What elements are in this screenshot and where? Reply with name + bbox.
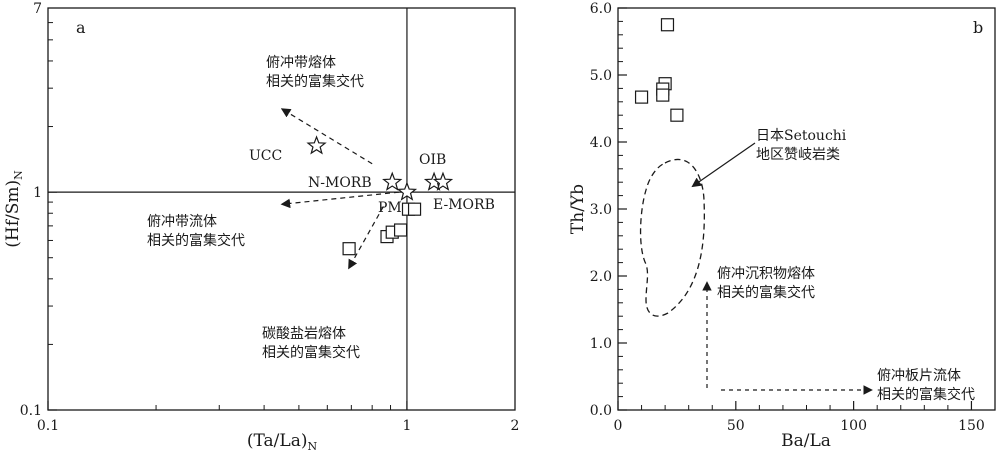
panel-b-y-tick-label: 5.0 (590, 68, 612, 84)
panel-a-letter: a (76, 18, 86, 37)
reference-star-ucc (306, 135, 327, 155)
panel-a: 0.1 1 2 0.1 1 7 a (Ta/La)N (Hf/Sm)N UCC N-MOR… (3, 1, 519, 453)
reference-star-e-morb (432, 171, 454, 191)
n-morb-label: N-MORB (308, 175, 372, 191)
panel-a-y-tick-label: 7 (33, 1, 42, 17)
subduction-melt-label-line2: 相关的富集交代 (266, 73, 364, 90)
reference-star-pm (396, 181, 418, 201)
subduction-melt-label-line1: 俯冲带熔体 (266, 55, 336, 71)
slab-fluid-label-line1: 俯冲板片流体 (877, 368, 961, 384)
panel-b-vectors (691, 142, 873, 395)
subduction-melt-arrow (280, 108, 373, 165)
panel-b-y-tick-label: 1.0 (590, 336, 612, 352)
panel-b-x-tick-label: 50 (727, 418, 745, 434)
reference-star-n-morb (382, 171, 403, 191)
panel-b-sample-square (670, 108, 684, 122)
slab-fluid-label-line2: 相关的富集交代 (877, 386, 975, 403)
carbonate-melt-label-line2: 相关的富集交代 (262, 344, 360, 361)
panel-a-y-tick-label: 1 (33, 185, 42, 201)
subduction-fluid-label-line2: 相关的富集交代 (147, 232, 245, 249)
ucc-label: UCC (249, 148, 282, 164)
panel-b-sample-square (656, 88, 670, 102)
panel-b-y-tick-label: 3.0 (590, 202, 612, 218)
e-morb-label: E-MORB (433, 197, 495, 213)
panel-b-samples (634, 18, 684, 122)
panel-a-vectors (280, 108, 400, 270)
panel-b-y-tick-label: 4.0 (590, 135, 612, 151)
panel-a-y-axis-label: (Hf/Sm)N (3, 170, 25, 248)
panel-a-sample-square (342, 242, 356, 256)
panel-b-x-tick-label: 100 (840, 418, 867, 434)
panel-b-ticks (617, 7, 973, 411)
panel-a-sample-square (407, 202, 422, 216)
panel-a-x-tick-label: 0.1 (37, 418, 59, 434)
panel-b-y-tick-label: 2.0 (590, 269, 612, 285)
setouchi-field-pointer-arrow (691, 142, 756, 188)
panel-a-tick-labels: 0.1 1 2 0.1 1 7 (20, 1, 520, 434)
panel-a-sample-square (393, 223, 408, 237)
carbonate-melt-label-line1: 碳酸盐岩熔体 (262, 326, 346, 342)
panel-b-letter: b (973, 18, 983, 37)
panel-a-reference-stars (306, 135, 454, 201)
setouchi-field-label-line1: 日本Setouchi (756, 128, 847, 144)
panel-b-frame (617, 7, 996, 411)
subduction-fluid-label-line1: 俯冲带流体 (147, 214, 217, 230)
panel-a-x-tick-label: 1 (402, 418, 411, 434)
panel-b-x-tick-label: 0 (614, 418, 623, 434)
pm-label: PM (378, 200, 402, 216)
setouchi-sanukitoid-field (639, 158, 705, 317)
panel-b-y-tick-label: 6.0 (590, 1, 612, 17)
setouchi-field-label-line2: 地区赞岐岩类 (756, 147, 840, 163)
panel-b-x-tick-label: 150 (958, 418, 985, 434)
panel-b-x-axis-label: Ba/La (781, 431, 831, 451)
panel-a-samples (342, 202, 422, 256)
panel-b-y-axis-label: Th/Yb (568, 184, 588, 234)
carbonate-melt-arrow (348, 206, 384, 270)
panel-a-x-axis-label: (Ta/La)N (247, 431, 318, 453)
subduction-fluid-arrow (280, 191, 400, 209)
panel-b-sample-square (660, 18, 675, 32)
panel-b-y-tick-label: 0.0 (590, 403, 612, 419)
sediment-melt-label-line1: 俯冲沉积物熔体 (717, 266, 815, 282)
panel-b: 0 50 100 150 0.0 1.0 2.0 3.0 4.0 5.0 6.0 b Ba/La T… (568, 1, 996, 451)
panel-a-x-tick-label: 2 (511, 418, 520, 434)
sediment-melt-label-line2: 相关的富集交代 (717, 284, 815, 301)
panel-b-sample-square (634, 90, 649, 104)
panel-a-y-tick-label: 0.1 (20, 403, 42, 419)
panel-a-frame (47, 7, 516, 411)
panel-b-tick-labels: 0 50 100 150 0.0 1.0 2.0 3.0 4.0 5.0 6.0 (590, 1, 985, 434)
oib-label: OIB (419, 152, 446, 168)
